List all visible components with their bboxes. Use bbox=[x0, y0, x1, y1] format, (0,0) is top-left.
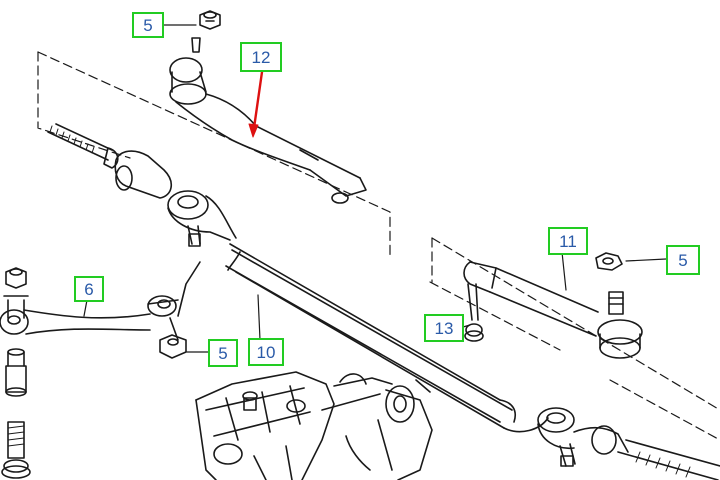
callout-nut-top: 5 bbox=[132, 12, 164, 38]
nut-right bbox=[595, 252, 623, 271]
callout-nut-right: 5 bbox=[666, 245, 700, 275]
callout-bolt-right: 13 bbox=[424, 314, 464, 342]
nut-top bbox=[199, 10, 221, 30]
nut-lower-left bbox=[159, 334, 187, 359]
dashed-frames bbox=[37, 51, 720, 441]
callout-tie-rod-end-right: 11 bbox=[548, 227, 588, 255]
callout-tie-rod-end-upper: 12 bbox=[240, 42, 282, 72]
center-link-tube bbox=[225, 243, 549, 433]
center-link-joint-left bbox=[167, 190, 237, 247]
idler-bracket-stack bbox=[1, 267, 31, 479]
leader-lines bbox=[83, 24, 667, 353]
right-lower-joint bbox=[537, 407, 720, 480]
callout-center-link: 10 bbox=[248, 338, 284, 366]
callout-idler-arm: 6 bbox=[74, 276, 104, 302]
pointer-arrow bbox=[248, 70, 264, 138]
adjusting-sleeve-left bbox=[47, 123, 172, 199]
tie-rod-end-upper bbox=[169, 37, 367, 204]
callout-nut-lower-left: 5 bbox=[208, 339, 238, 367]
bolt-right bbox=[464, 283, 484, 342]
tie-rod-end-right bbox=[463, 261, 643, 359]
steering-gearbox bbox=[195, 371, 433, 480]
